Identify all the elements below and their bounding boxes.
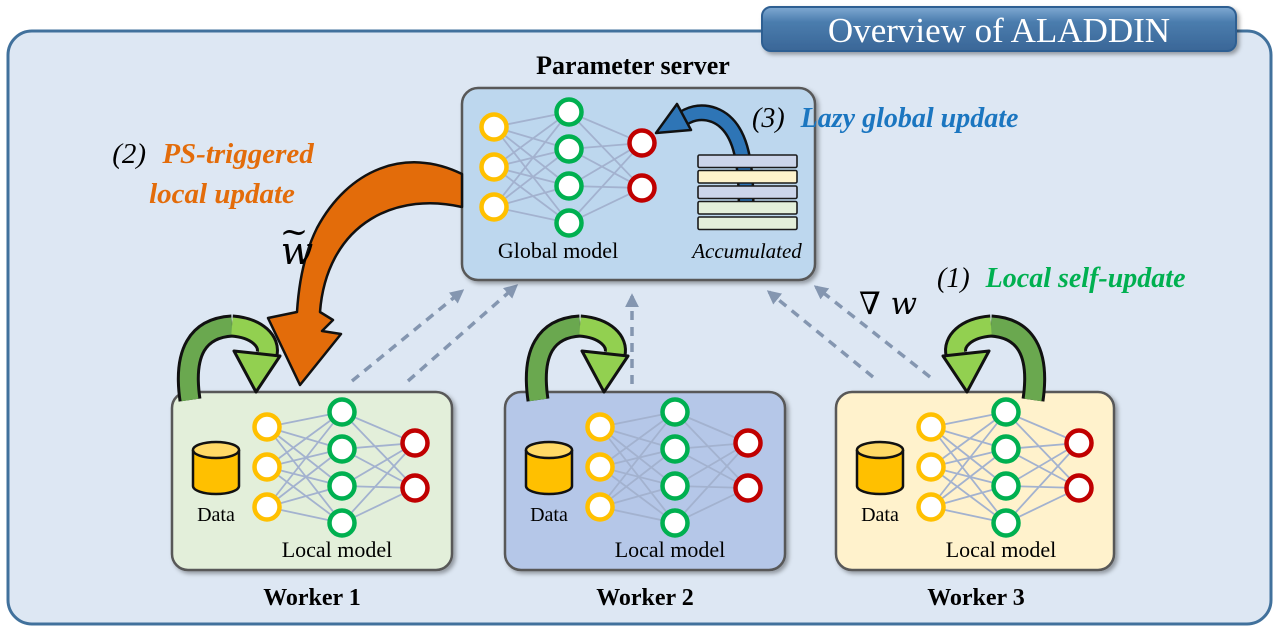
step2-label-line1: PS-triggered [161, 138, 314, 170]
title-banner-background [761, 6, 1237, 52]
dashed-arrow-worker3-b [813, 285, 932, 379]
weights-tilde-accent: ~ [280, 212, 309, 252]
gradient-upload-arrows [350, 284, 932, 384]
global-model-label: Global model [498, 238, 618, 263]
parameter-server-title: Parameter server [536, 51, 730, 80]
dashed-arrow-worker3-a [766, 290, 875, 379]
dashed-arrow-worker1-b [406, 284, 519, 383]
worker-1-name: Worker 1 [263, 585, 361, 611]
worker-3-name: Worker 3 [927, 585, 1025, 611]
title-banner: Overview of ALADDIN [761, 6, 1237, 52]
gradient-nabla: ∇ [859, 286, 881, 322]
worker-3-data-label: Data [861, 504, 899, 526]
figure-title: Overview of ALADDIN [828, 11, 1170, 50]
gradient-symbol: ∇ w [859, 286, 917, 322]
step2-annotation: (2) PS-triggered local update [112, 138, 314, 210]
accumulated-label: Accumulated [690, 239, 802, 263]
gradient-base: w [890, 286, 917, 322]
model-weights-symbol: ~ w [280, 212, 314, 273]
step1-number: (1) [937, 263, 970, 294]
worker-2-model-label: Local model [615, 537, 726, 562]
worker-1-box [170, 390, 454, 572]
ps-triggered-update-arrow-icon [266, 161, 464, 387]
worker-2: Data Local model Worker 2 [503, 390, 787, 611]
step3-label: Lazy global update [800, 103, 1019, 134]
worker-2-data-label: Data [530, 504, 568, 526]
worker-1: Data Local model Worker 1 [170, 390, 454, 611]
step2-label-line2: local update [149, 178, 295, 210]
weights-base: w [281, 229, 314, 273]
step1-label: Local self-update [985, 263, 1186, 294]
dashed-arrow-worker1-a [350, 289, 465, 383]
worker-2-name: Worker 2 [596, 585, 694, 611]
worker-3-model-label: Local model [946, 537, 1057, 562]
worker-1-model-label: Local model [282, 537, 393, 562]
step2-number: (2) [112, 138, 146, 170]
worker-2-box [503, 390, 787, 572]
svg-text:(2) PS-triggered: (2) PS-triggered [112, 138, 314, 170]
worker-3-box [834, 390, 1116, 572]
step1-annotation: (1) Local self-update [937, 263, 1186, 294]
step3-number: (3) [752, 103, 785, 134]
step3-annotation: (3) Lazy global update [752, 103, 1018, 134]
worker-3: Data Local model Worker 3 [834, 390, 1116, 611]
worker-1-data-label: Data [197, 504, 235, 526]
accumulated-gradients-stack [697, 154, 798, 231]
